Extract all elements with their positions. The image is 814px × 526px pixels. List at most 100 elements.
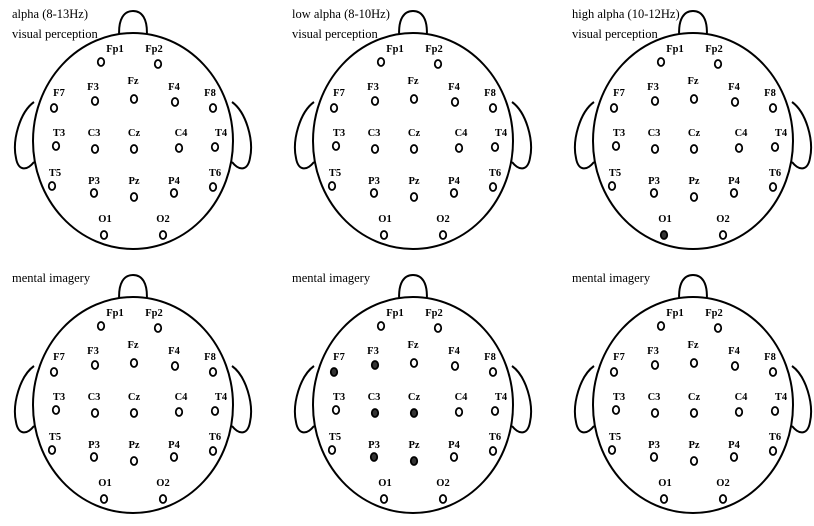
electrode-label-f8: F8 bbox=[484, 88, 496, 99]
electrode-label-t5: T5 bbox=[329, 432, 341, 443]
electrode-label-t3: T3 bbox=[333, 128, 345, 139]
electrode-marker-highlighted-pz bbox=[409, 456, 419, 466]
electrode-label-o2: O2 bbox=[156, 214, 169, 225]
electrode-marker-fp1 bbox=[96, 321, 106, 331]
electrode-marker-c4 bbox=[174, 143, 184, 153]
electrode-marker-c3 bbox=[90, 408, 100, 418]
electrode-marker-f4 bbox=[730, 361, 740, 371]
electrode-marker-t5 bbox=[607, 445, 617, 455]
electrode-label-t5: T5 bbox=[49, 168, 61, 179]
electrode-label-c3: C3 bbox=[648, 128, 661, 139]
electrode-marker-t4 bbox=[210, 406, 220, 416]
electrode-marker-f4 bbox=[170, 97, 180, 107]
electrode-marker-cz bbox=[129, 144, 139, 154]
electrode-marker-highlighted-f7 bbox=[329, 367, 339, 377]
electrode-label-p4: P4 bbox=[168, 440, 180, 451]
electrode-label-c3: C3 bbox=[88, 128, 101, 139]
electrode-label-p3: P3 bbox=[648, 440, 660, 451]
electrode-label-t3: T3 bbox=[613, 392, 625, 403]
electrode-marker-pz bbox=[689, 192, 699, 202]
left-ear-outline bbox=[294, 101, 315, 170]
electrode-marker-f7 bbox=[609, 103, 619, 113]
electrode-marker-fp2 bbox=[153, 59, 163, 69]
panel-subcaption: visual perception bbox=[572, 27, 658, 41]
panel-subcaption: visual perception bbox=[292, 27, 378, 41]
electrode-label-pz: Pz bbox=[128, 176, 139, 187]
electrode-label-f3: F3 bbox=[87, 82, 99, 93]
electrode-label-cz: Cz bbox=[128, 128, 141, 139]
electrode-marker-c3 bbox=[650, 408, 660, 418]
electrode-label-c3: C3 bbox=[368, 128, 381, 139]
panel-caption: alpha (8-13Hz) bbox=[12, 7, 88, 21]
electrode-marker-t3 bbox=[611, 141, 621, 151]
electrode-label-c3: C3 bbox=[648, 392, 661, 403]
electrode-marker-f7 bbox=[329, 103, 339, 113]
electrode-marker-p3 bbox=[649, 452, 659, 462]
electrode-marker-pz bbox=[689, 456, 699, 466]
electrode-marker-t6 bbox=[768, 182, 778, 192]
electrode-marker-p3 bbox=[89, 188, 99, 198]
electrode-label-p3: P3 bbox=[88, 176, 100, 187]
head-panel: high alpha (10-12Hz)visual perceptionFp1… bbox=[572, 7, 812, 250]
electrode-label-f7: F7 bbox=[613, 352, 625, 363]
electrode-label-f7: F7 bbox=[53, 352, 65, 363]
electrode-marker-f4 bbox=[730, 97, 740, 107]
electrode-label-p3: P3 bbox=[648, 176, 660, 187]
electrode-label-fz: Fz bbox=[407, 340, 418, 351]
electrode-label-o2: O2 bbox=[716, 478, 729, 489]
electrode-label-p4: P4 bbox=[728, 176, 740, 187]
electrode-label-fp1: Fp1 bbox=[386, 308, 404, 319]
electrode-label-p3: P3 bbox=[88, 440, 100, 451]
electrode-marker-p4 bbox=[729, 452, 739, 462]
panel-caption: mental imagery bbox=[292, 271, 371, 285]
electrode-marker-f8 bbox=[768, 367, 778, 377]
head-outline bbox=[592, 296, 794, 514]
right-ear-outline bbox=[791, 101, 812, 170]
electrode-marker-pz bbox=[129, 192, 139, 202]
electrode-marker-highlighted-o1 bbox=[659, 230, 669, 240]
electrode-marker-t3 bbox=[331, 405, 341, 415]
electrode-label-f4: F4 bbox=[728, 346, 740, 357]
electrode-label-fp1: Fp1 bbox=[666, 308, 684, 319]
electrode-marker-fp2 bbox=[713, 59, 723, 69]
electrode-marker-fp2 bbox=[713, 323, 723, 333]
electrode-label-o1: O1 bbox=[378, 214, 391, 225]
electrode-marker-o1 bbox=[379, 230, 389, 240]
electrode-label-o1: O1 bbox=[378, 478, 391, 489]
electrode-label-fp2: Fp2 bbox=[145, 308, 163, 319]
electrode-label-pz: Pz bbox=[408, 176, 419, 187]
electrode-label-p4: P4 bbox=[448, 440, 460, 451]
electrode-label-t5: T5 bbox=[329, 168, 341, 179]
electrode-marker-f3 bbox=[650, 360, 660, 370]
electrode-marker-t6 bbox=[768, 446, 778, 456]
left-ear-outline bbox=[14, 101, 35, 170]
panel-subcaption: visual perception bbox=[12, 27, 98, 41]
nose-outline bbox=[678, 273, 708, 309]
electrode-label-pz: Pz bbox=[688, 440, 699, 451]
electrode-label-f3: F3 bbox=[367, 82, 379, 93]
electrode-label-cz: Cz bbox=[128, 392, 141, 403]
electrode-marker-f7 bbox=[49, 367, 59, 377]
electrode-label-o2: O2 bbox=[156, 478, 169, 489]
electrode-marker-p3 bbox=[649, 188, 659, 198]
electrode-marker-f3 bbox=[90, 360, 100, 370]
electrode-marker-t4 bbox=[770, 142, 780, 152]
electrode-label-fz: Fz bbox=[407, 76, 418, 87]
electrode-label-t4: T4 bbox=[215, 128, 228, 139]
electrode-label-t5: T5 bbox=[609, 432, 621, 443]
left-ear-outline bbox=[294, 365, 315, 434]
electrode-label-o1: O1 bbox=[658, 214, 671, 225]
electrode-label-c4: C4 bbox=[175, 128, 189, 139]
electrode-label-pz: Pz bbox=[408, 440, 419, 451]
electrode-marker-c4 bbox=[734, 143, 744, 153]
head-outline bbox=[592, 32, 794, 250]
electrode-marker-p3 bbox=[369, 188, 379, 198]
electrode-label-t4: T4 bbox=[495, 392, 508, 403]
electrode-label-fz: Fz bbox=[127, 340, 138, 351]
electrode-marker-o1 bbox=[379, 494, 389, 504]
electrode-label-o1: O1 bbox=[658, 478, 671, 489]
electrode-marker-t3 bbox=[611, 405, 621, 415]
electrode-marker-t5 bbox=[327, 181, 337, 191]
electrode-label-t4: T4 bbox=[495, 128, 508, 139]
